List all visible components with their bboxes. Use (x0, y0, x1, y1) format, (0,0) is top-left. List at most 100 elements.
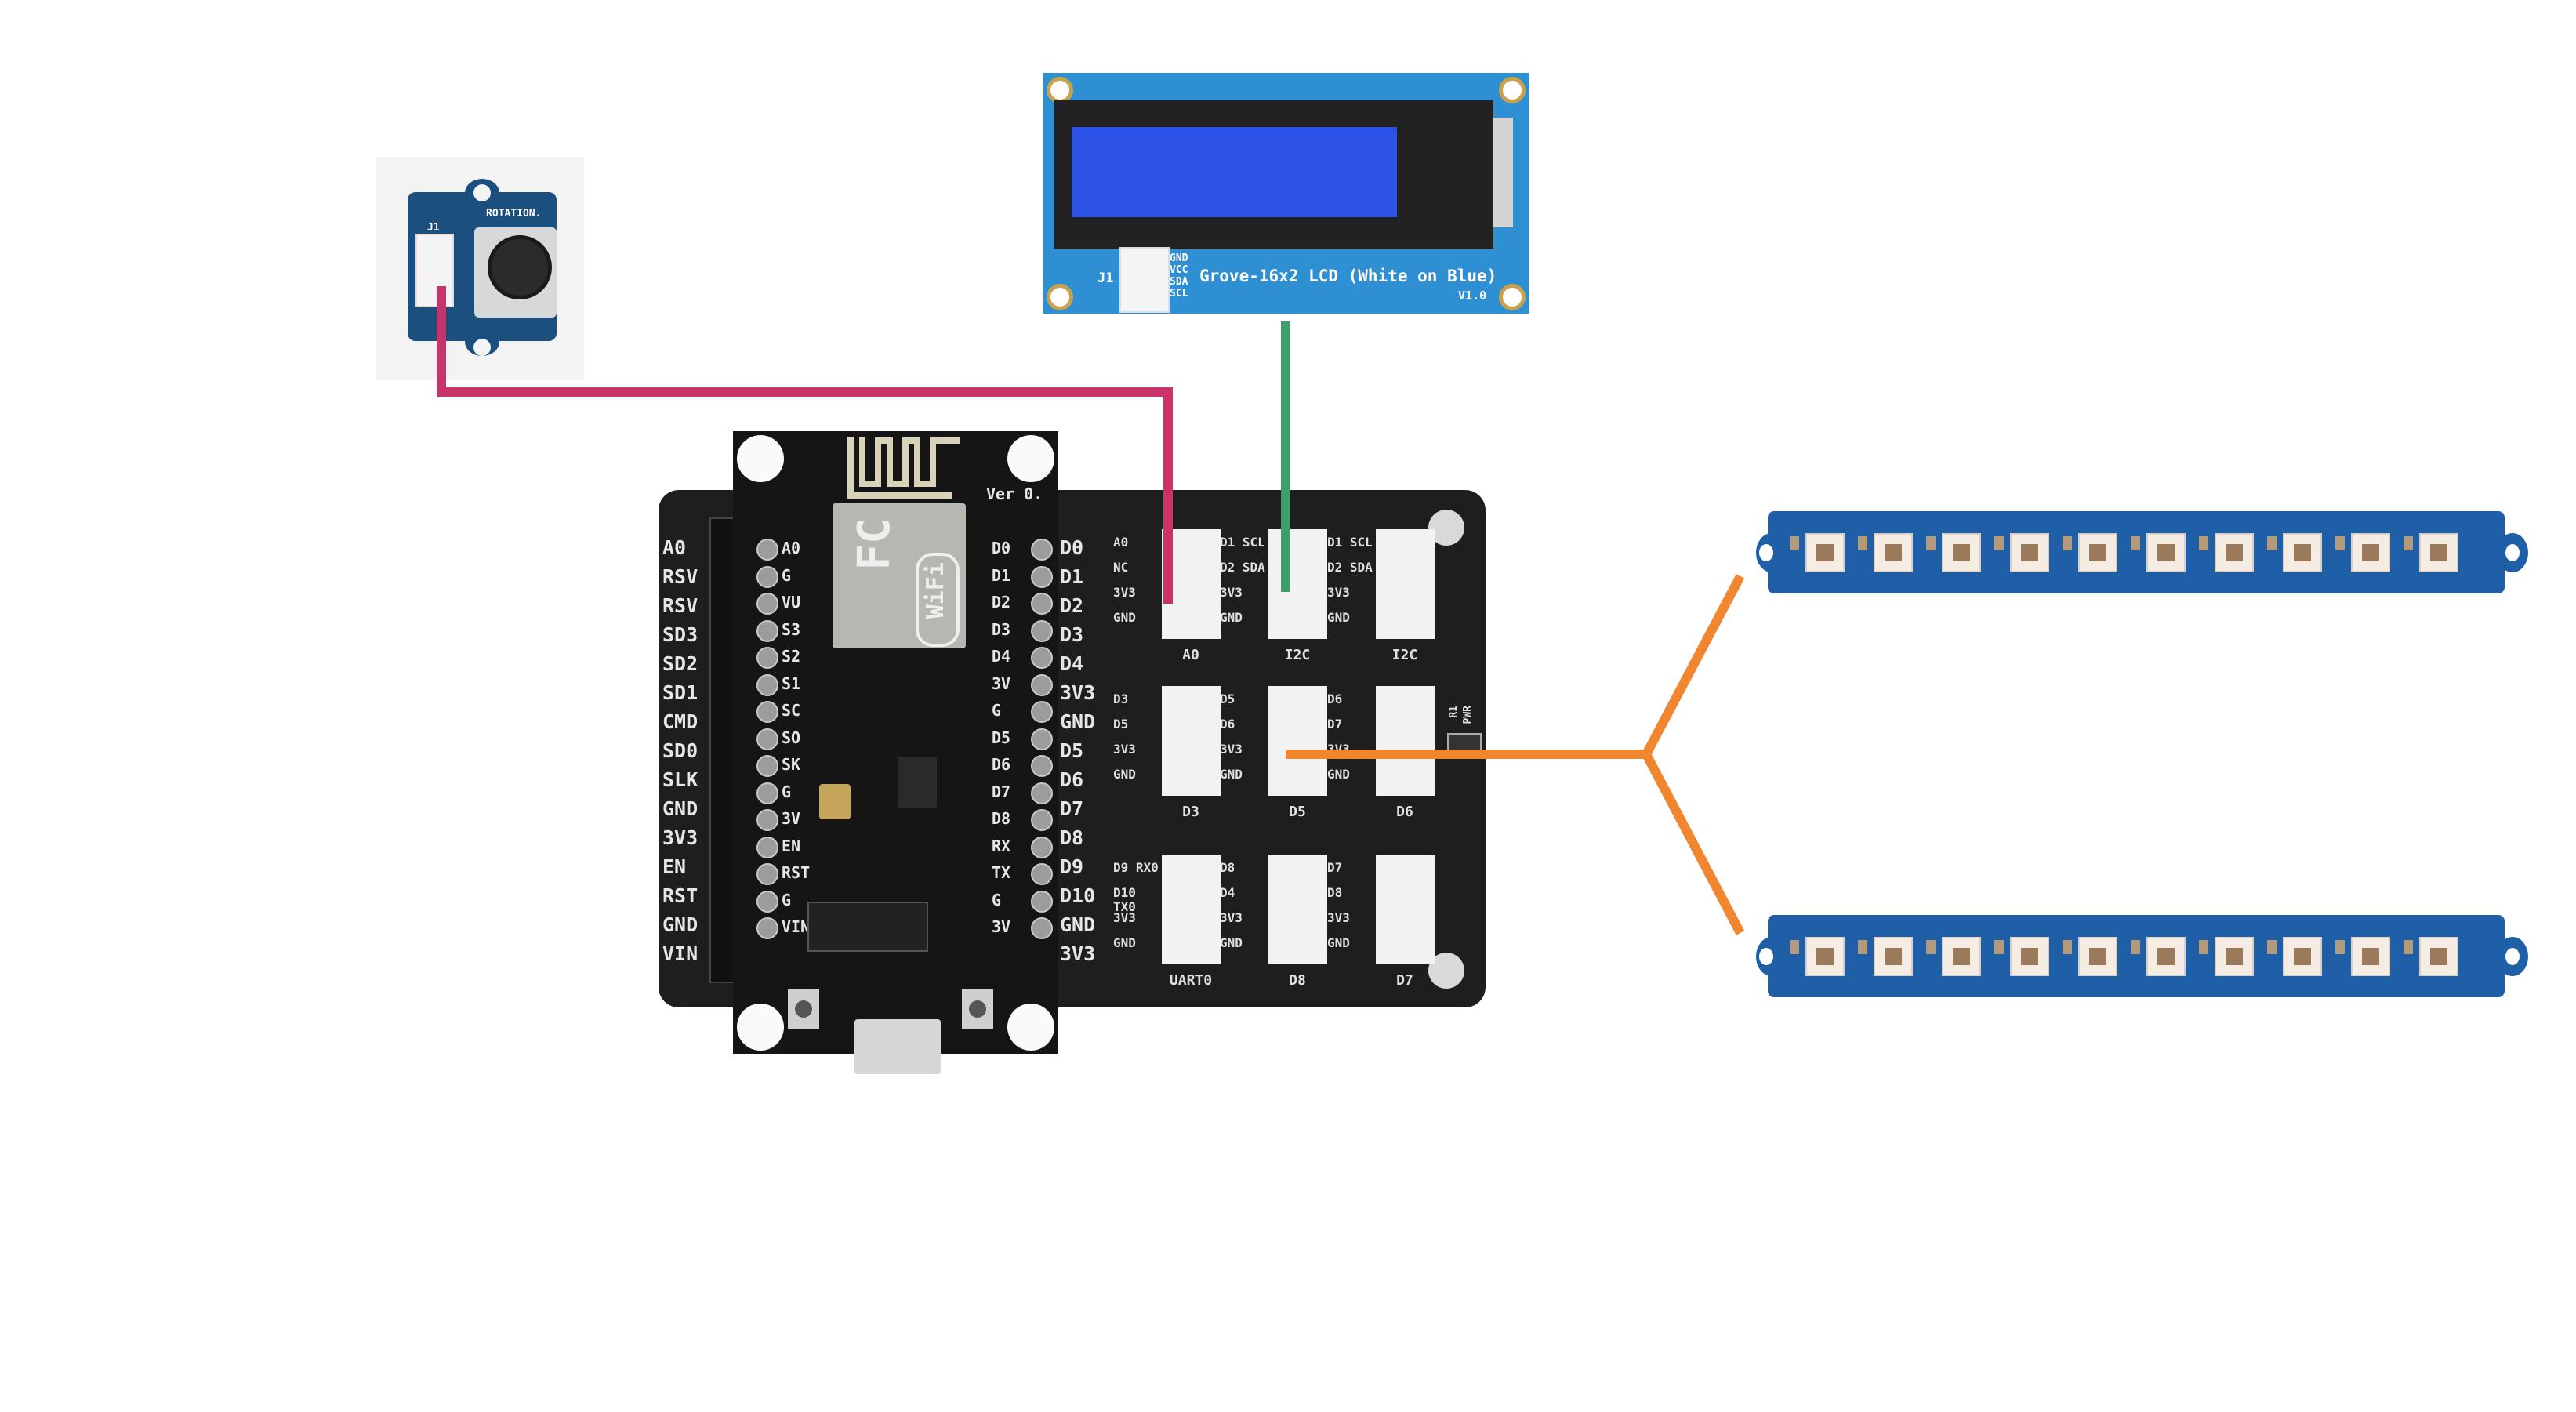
grove-port-pin-label: D1 SCL (1327, 535, 1373, 550)
grove-port-d8[interactable] (1268, 855, 1327, 964)
lcd-title: Grove-16x2 LCD (White on Blue) (1199, 267, 1497, 285)
nodemcu-pin-label: G (992, 701, 1002, 720)
grove-port-pin-label: GND (1327, 935, 1350, 950)
nodemcu-pin-row: D4 (992, 645, 1062, 669)
smd-capacitor (2131, 940, 2140, 954)
micro-usb-port[interactable] (854, 1019, 941, 1074)
shield-header-pin-d1: D1 (1060, 565, 1084, 588)
shield-header-pin-gnd: GND (662, 797, 698, 820)
pin-pad (756, 809, 778, 831)
rgb-led (2283, 533, 2322, 572)
smd-capacitor (2404, 536, 2413, 550)
nodemcu-pin-row: SO (756, 727, 827, 750)
shield-header-pin-rsv: RSV (662, 594, 698, 617)
nodemcu-pin-row: D5 (992, 727, 1062, 750)
pin-pad (1031, 782, 1053, 804)
rgb-led-die (2362, 544, 2379, 561)
shield-header-pin-d3: D3 (1060, 623, 1084, 646)
rgb-led (2419, 937, 2458, 976)
nodemcu-pin-label: TX (992, 863, 1011, 882)
potentiometer-knob[interactable] (488, 235, 552, 299)
grove-port-pin-label: A0 (1113, 535, 1129, 550)
shield-header-pin-a0: A0 (662, 536, 687, 559)
grove-port-i2c[interactable] (1376, 529, 1435, 639)
mount-hole (1499, 284, 1526, 310)
grove-port-pin-label: D2 SDA (1220, 560, 1265, 575)
pin-pad (1031, 890, 1053, 913)
nodemcu-pin-row: VIN (756, 916, 827, 939)
pin-pad (756, 863, 778, 885)
rgb-led-die (2226, 544, 2243, 561)
flash-button-cap (969, 1000, 986, 1018)
grove-port-d3[interactable] (1162, 686, 1221, 796)
rgb-led (2146, 937, 2186, 976)
lcd-connector-label: J1 (1098, 270, 1114, 286)
nodemcu-pin-row: RX (992, 835, 1062, 858)
nodemcu-pin-label: D4 (992, 647, 1011, 666)
mount-hole (737, 1004, 784, 1051)
grove-port-d6[interactable] (1376, 686, 1435, 796)
grove-port-name: A0 (1182, 647, 1199, 663)
smd-capacitor (1994, 536, 2004, 550)
nodemcu-pin-label: SC (782, 701, 801, 720)
nodemcu-pin-label: S1 (782, 673, 801, 693)
shield-header-pin-d5: D5 (1060, 739, 1084, 762)
mount-hole (473, 184, 491, 201)
nodemcu-pin-row: EN (756, 835, 827, 858)
lcd-version: V1.0 (1458, 289, 1487, 303)
rgb-led (2351, 533, 2390, 572)
rgb-led-die (2362, 948, 2379, 965)
nodemcu-pin-label: D5 (992, 728, 1011, 747)
wire-rotation-to-a0 (437, 286, 1173, 604)
nodemcu-pin-row: TX (992, 862, 1062, 885)
rgb-led (2078, 937, 2117, 976)
nodemcu-pin-row: D3 (992, 619, 1062, 642)
flash-button[interactable] (962, 989, 993, 1029)
shield-header-pin-gnd: GND (1060, 913, 1096, 936)
esp8266-module (833, 503, 966, 648)
nodemcu-pin-label: D3 (992, 619, 1011, 639)
nodemcu-pin-label: SO (782, 728, 801, 747)
grove-port-uart0[interactable] (1162, 855, 1221, 964)
nodemcu-pin-row: S2 (756, 645, 827, 669)
grove-port-pin-label: D5 (1220, 691, 1235, 706)
nodemcu-pin-row: 3V (756, 808, 827, 831)
pin-pad (1031, 863, 1053, 885)
nodemcu-pin-row: A0 (756, 537, 827, 561)
antenna-trace-icon (847, 437, 960, 499)
rst-button[interactable] (788, 989, 819, 1029)
smd-capacitor (2404, 940, 2413, 954)
nodemcu-pin-label: RST (782, 863, 811, 882)
rgb-led-die (1816, 544, 1834, 561)
nodemcu-pin-row: RST (756, 862, 827, 885)
grove-port-i2c[interactable] (1268, 529, 1327, 639)
shield-header-pin-vin: VIN (662, 942, 698, 965)
nodemcu-pin-row: S3 (756, 619, 827, 642)
grove-port-pin-label: D3 (1113, 691, 1129, 706)
grove-port-name: I2C (1391, 647, 1418, 663)
grove-port-pin-label: D2 SDA (1327, 560, 1373, 575)
rgb-led-die (2021, 948, 2038, 965)
grove-port-pin-label: D8 (1220, 860, 1235, 875)
grove-port-name: D3 (1182, 804, 1199, 820)
nodemcu-pin-label: D2 (992, 593, 1011, 612)
shield-header-pin-d7: D7 (1060, 797, 1084, 820)
nodemcu-pin-row: G (992, 889, 1062, 913)
nodemcu-pin-label: D8 (992, 809, 1011, 828)
rgb-led (1874, 937, 1913, 976)
shield-header-pin-sd0: SD0 (662, 739, 698, 762)
rgb-led (1942, 533, 1981, 572)
rgb-led-die (2089, 948, 2106, 965)
grove-port-name: D6 (1396, 804, 1413, 820)
mount-hole (1499, 77, 1526, 103)
rgb-led (2419, 533, 2458, 572)
pin-pad (756, 701, 778, 723)
grove-port-d7[interactable] (1376, 855, 1435, 964)
smd-capacitor (1858, 940, 1867, 954)
grove-port-pin-label: 3V3 (1220, 585, 1243, 600)
grove-port-d5[interactable] (1268, 686, 1327, 796)
pin-pad (756, 728, 778, 750)
shield-header-pin-d9: D9 (1060, 855, 1084, 878)
